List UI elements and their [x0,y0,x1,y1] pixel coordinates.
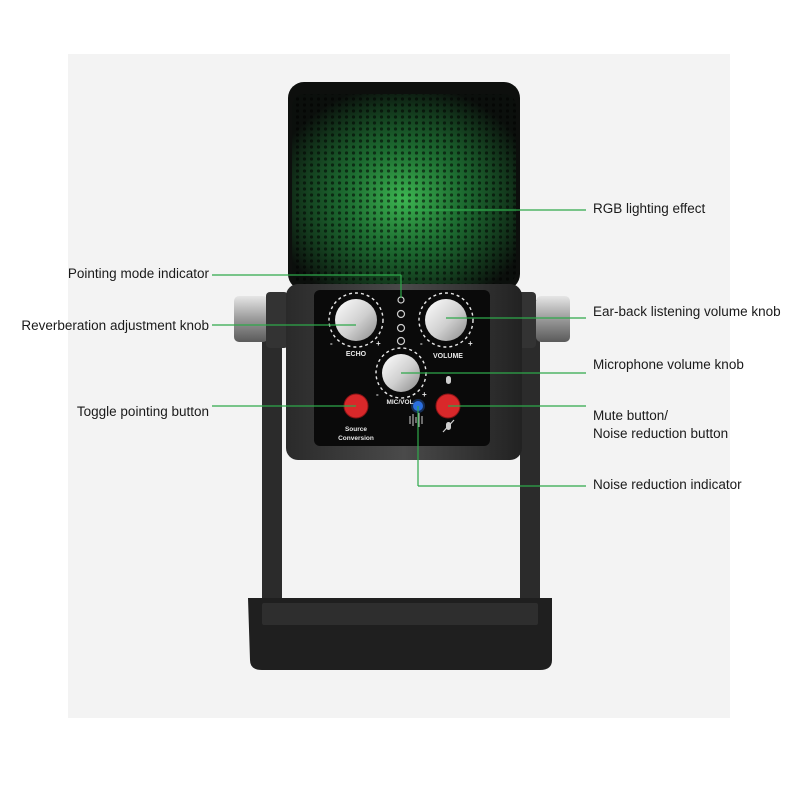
callout-toggle-label: Toggle pointing button [76,404,209,419]
echo-minus: - [330,339,333,348]
micvol-minus: - [376,390,379,399]
callout-noise-indicator-label: Noise reduction indicator [593,477,742,492]
volume-label: VOLUME [433,353,463,360]
callout-earback-label: Ear-back listening volume knob [593,304,781,319]
source-label-2: Conversion [338,435,374,442]
callout-pointing-mode-label: Pointing mode indicator [67,266,209,281]
echo-label: ECHO [346,351,367,358]
callout-mute-label-2: Noise reduction button [593,426,729,441]
callout-mic-volume-label: Microphone volume knob [593,357,744,372]
right-screw [536,296,570,342]
callout-reverb-label: Reverberation adjustment knob [21,318,209,333]
volume-minus: - [420,339,423,348]
echo-plus: + [376,339,381,348]
waveform-icon [409,413,423,427]
left-screw [234,296,268,342]
mic-icon [446,376,451,384]
micvol-label: MIC/VOL [386,399,413,406]
volume-knob [425,299,467,341]
echo-knob [335,299,377,341]
callout-rgb-label: RGB lighting effect [593,201,706,216]
volume-plus: + [468,339,473,348]
stand-right-leg [520,300,540,610]
callout-mute-label-1: Mute button/ [593,408,669,423]
micvol-plus: + [422,390,427,399]
stand-left-leg [262,300,282,610]
callout-lines [212,209,586,487]
source-label-1: Source [345,426,367,433]
